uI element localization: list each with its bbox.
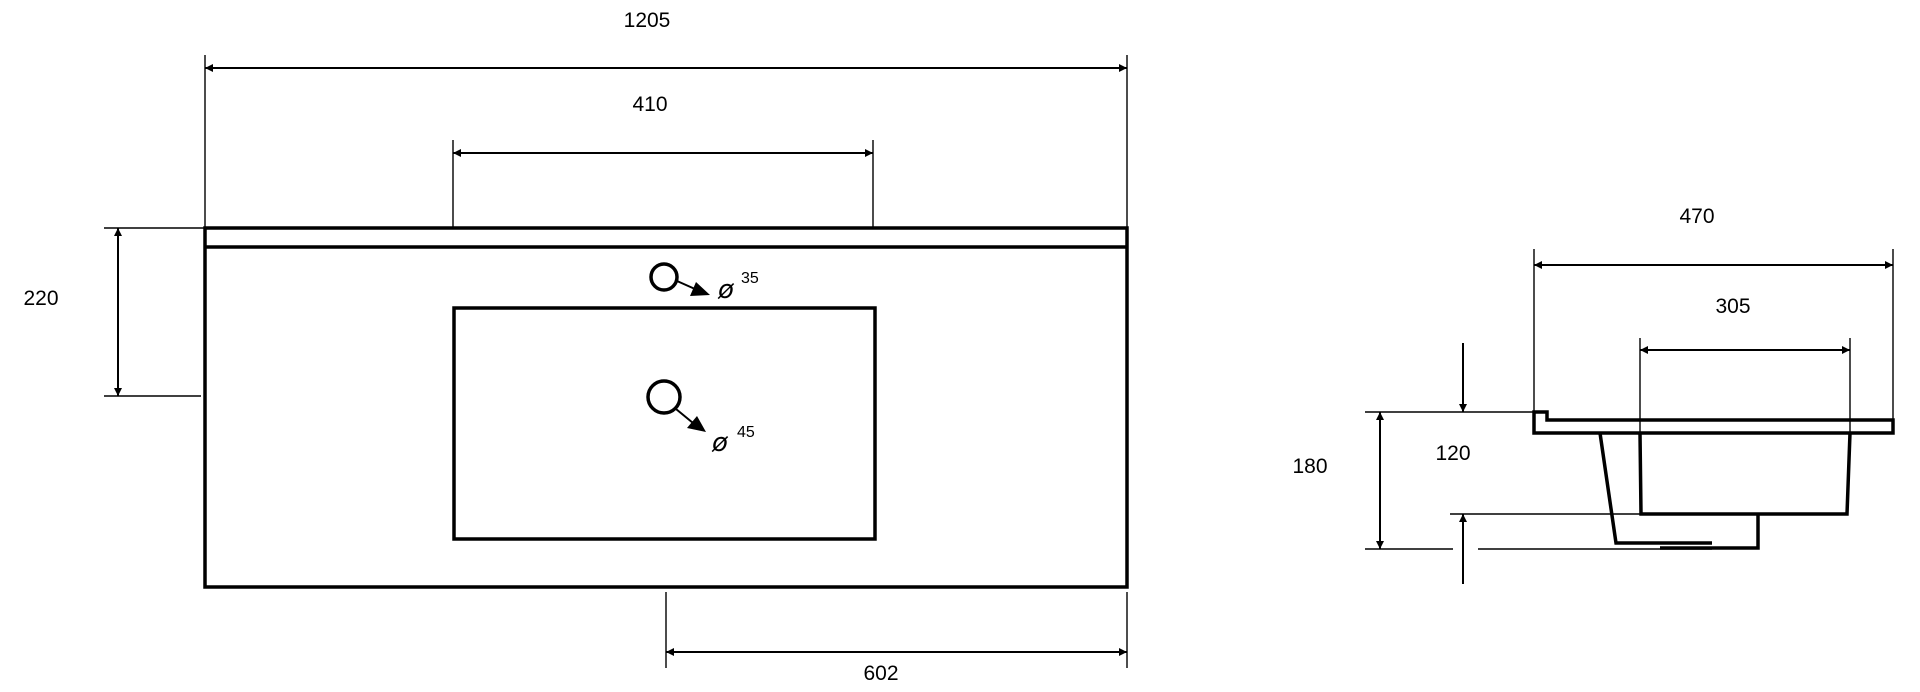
depth-dimension <box>104 227 205 397</box>
drain-hole-diameter-value: 45 <box>737 424 755 441</box>
tap-spacing-label: 410 <box>632 93 667 116</box>
side-bowl-height-label: 120 <box>1435 442 1470 465</box>
tap-hole <box>649 262 679 292</box>
basin-outline <box>452 306 877 541</box>
side-total-height-dimension <box>1365 411 1534 550</box>
center-offset-dimension <box>665 592 1128 668</box>
drain-hole-diameter-symbol: ø <box>711 428 729 458</box>
side-overall-depth-label: 470 <box>1679 205 1714 228</box>
drain-hole <box>646 379 682 415</box>
side-total-height-label: 180 <box>1292 455 1327 478</box>
overall-width-label: 1205 <box>624 9 671 32</box>
top-view: ø 35 ø 45 1205 410 220 <box>23 9 1129 685</box>
depth-label: 220 <box>23 287 58 310</box>
side-bowl-height-dimension <box>1450 343 1712 584</box>
center-offset-label: 602 <box>863 662 898 685</box>
tap-hole-leader <box>676 280 710 296</box>
drain-hole-leader <box>675 408 706 432</box>
side-bowl-width-dimension <box>1639 338 1851 433</box>
side-countertop-outline <box>1532 410 1895 435</box>
side-apron-outline <box>1598 432 1712 545</box>
tap-hole-diameter-symbol: ø <box>717 275 735 305</box>
tap-hole-diameter-value: 35 <box>741 270 759 287</box>
side-bowl-width-label: 305 <box>1715 295 1750 318</box>
side-view: 470 305 180 120 <box>1292 205 1895 584</box>
overall-width-dimension <box>204 55 1128 228</box>
side-drain-outline <box>1660 514 1760 550</box>
side-bowl-outline <box>1638 432 1852 516</box>
tap-spacing-dimension <box>452 140 874 228</box>
side-overall-depth-dimension <box>1533 249 1894 420</box>
countertop-outline <box>203 226 1129 589</box>
